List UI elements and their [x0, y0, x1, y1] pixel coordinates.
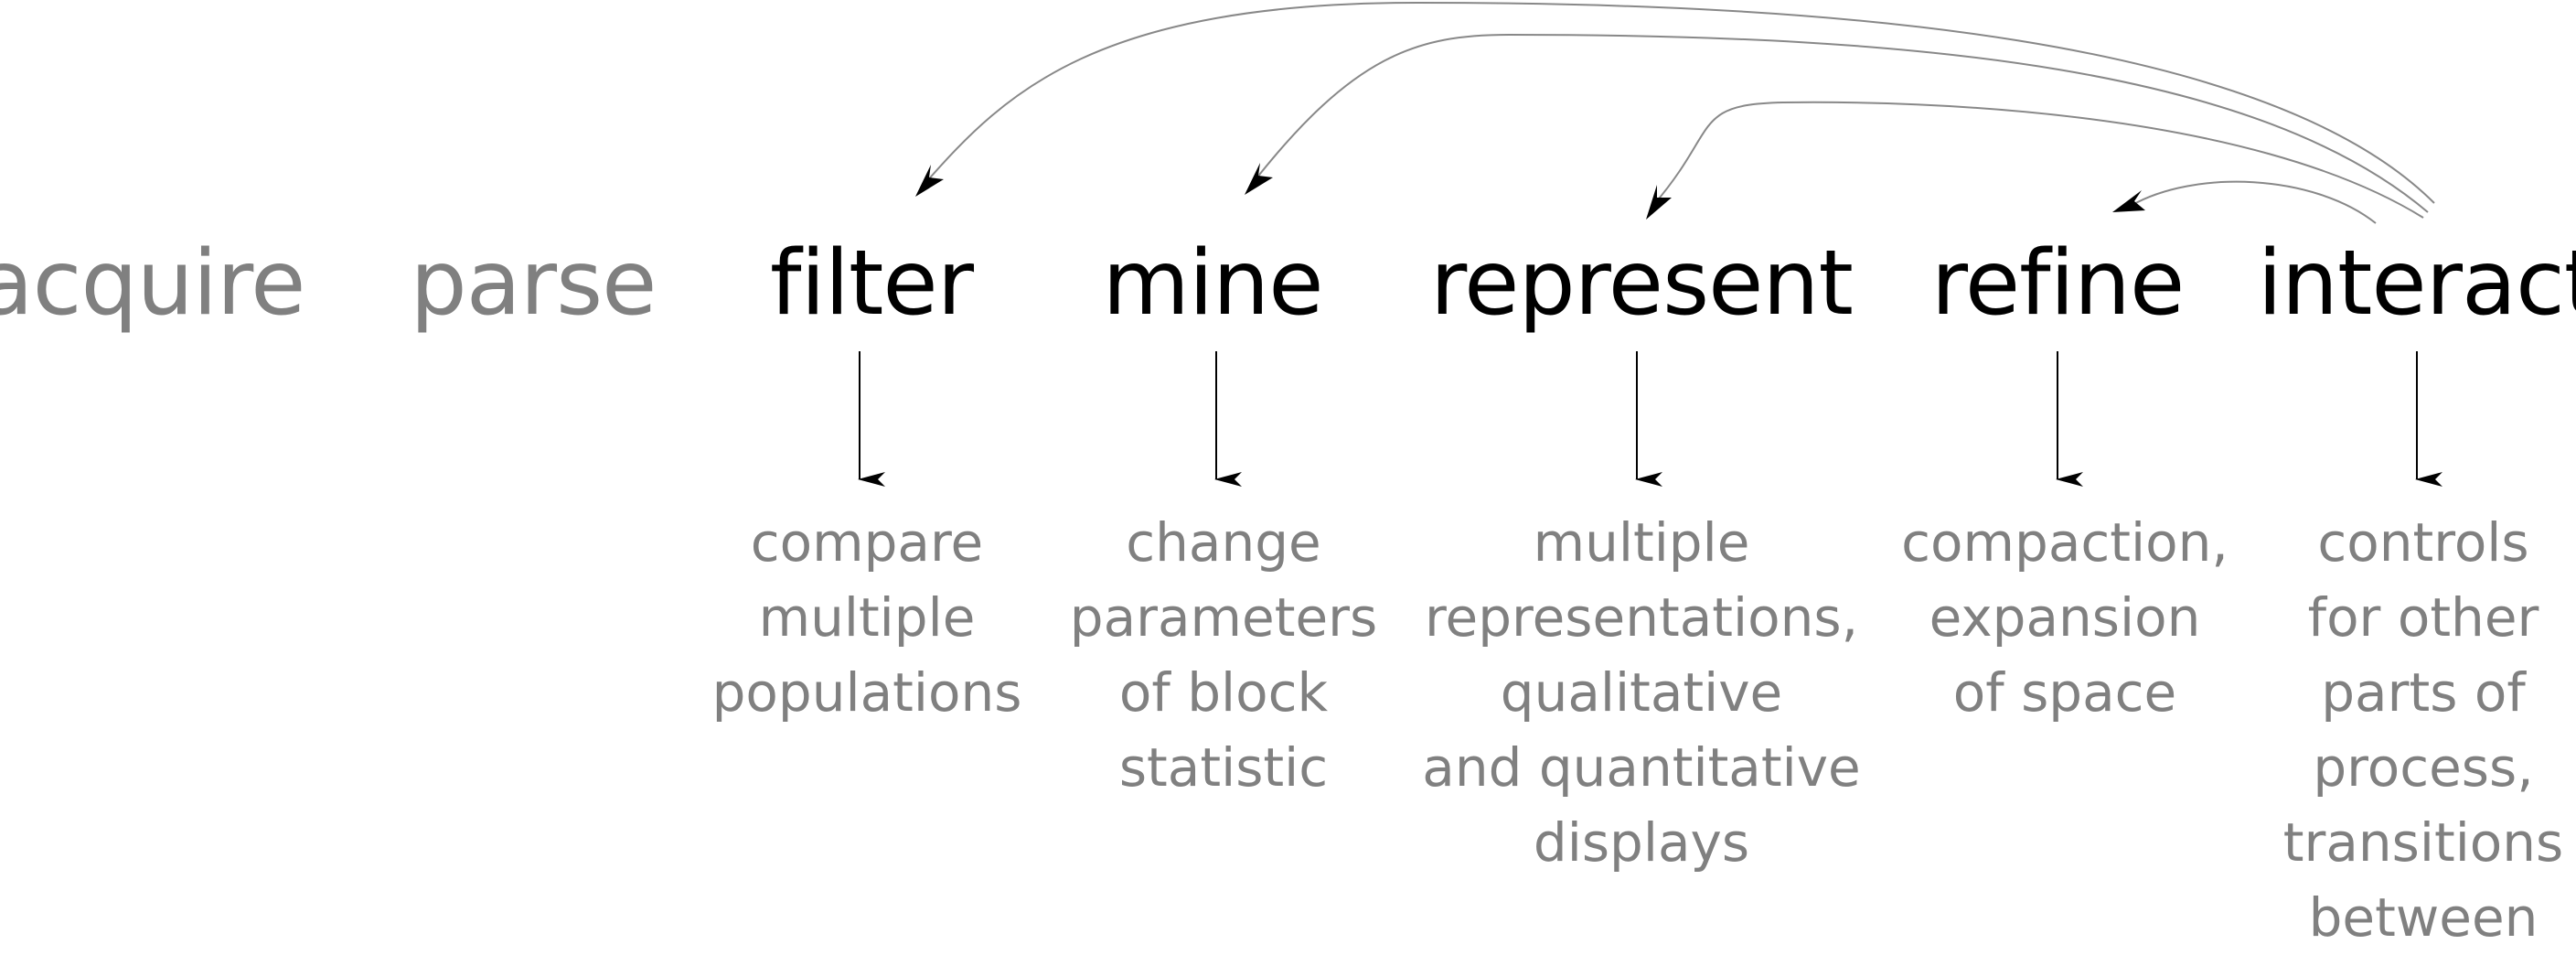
description-line: between [2308, 886, 2539, 949]
description-line: parts of [2321, 661, 2526, 724]
stage-label-represent: represent [1430, 231, 1854, 336]
feedback-curve-interact-to-filter [925, 1, 2435, 204]
description-line: change [1126, 511, 1321, 574]
description-line: expansion [1929, 586, 2201, 649]
description-line: of space [1952, 661, 2177, 724]
stage-label-filter: filter [770, 231, 974, 336]
description-line: populations [711, 661, 1022, 724]
description-mine: change parameters of block statistic [1070, 505, 1377, 805]
description-line: representations, [1424, 586, 1859, 649]
feedback-arrowhead-mine [1245, 163, 1273, 195]
feedback-curve-interact-to-represent [1654, 101, 2424, 219]
description-line: of block [1118, 661, 1329, 724]
description-line: compaction, [1901, 511, 2229, 574]
feedback-arrowhead-refine [2112, 190, 2145, 212]
description-filter: compare multiple populations [712, 505, 1022, 730]
stage-label-mine: mine [1102, 231, 1323, 336]
description-refine: compaction, expansion of space [1901, 505, 2229, 730]
description-line: qualitative [1500, 661, 1783, 724]
description-interact: controls for other parts of process, tra… [2283, 505, 2564, 955]
description-line: process, [2313, 736, 2534, 799]
feedback-arrowhead-represent [1646, 185, 1672, 220]
description-line: transitions [2282, 811, 2564, 874]
feedback-curve-interact-to-refine [2130, 180, 2377, 224]
description-line: statistic [1118, 736, 1329, 799]
description-line: multiple [758, 586, 976, 649]
stage-label-refine: refine [1930, 231, 2186, 336]
description-line: parameters [1069, 586, 1378, 649]
description-line: for other [2307, 586, 2539, 649]
description-line: displays [1533, 811, 1750, 874]
description-line: compare [750, 511, 984, 574]
description-line: multiple [1533, 511, 1750, 574]
feedback-arrowhead-filter [915, 165, 944, 197]
stage-label-interact: interact [2257, 231, 2576, 336]
description-line: controls [2317, 511, 2529, 574]
stage-label-parse: parse [410, 231, 657, 336]
stage-label-acquire: acquire [0, 231, 305, 336]
description-represent: multiple representations, qualitative an… [1422, 505, 1860, 880]
description-line: and quantitative [1422, 736, 1861, 799]
feedback-curve-interact-to-mine [1252, 33, 2429, 213]
